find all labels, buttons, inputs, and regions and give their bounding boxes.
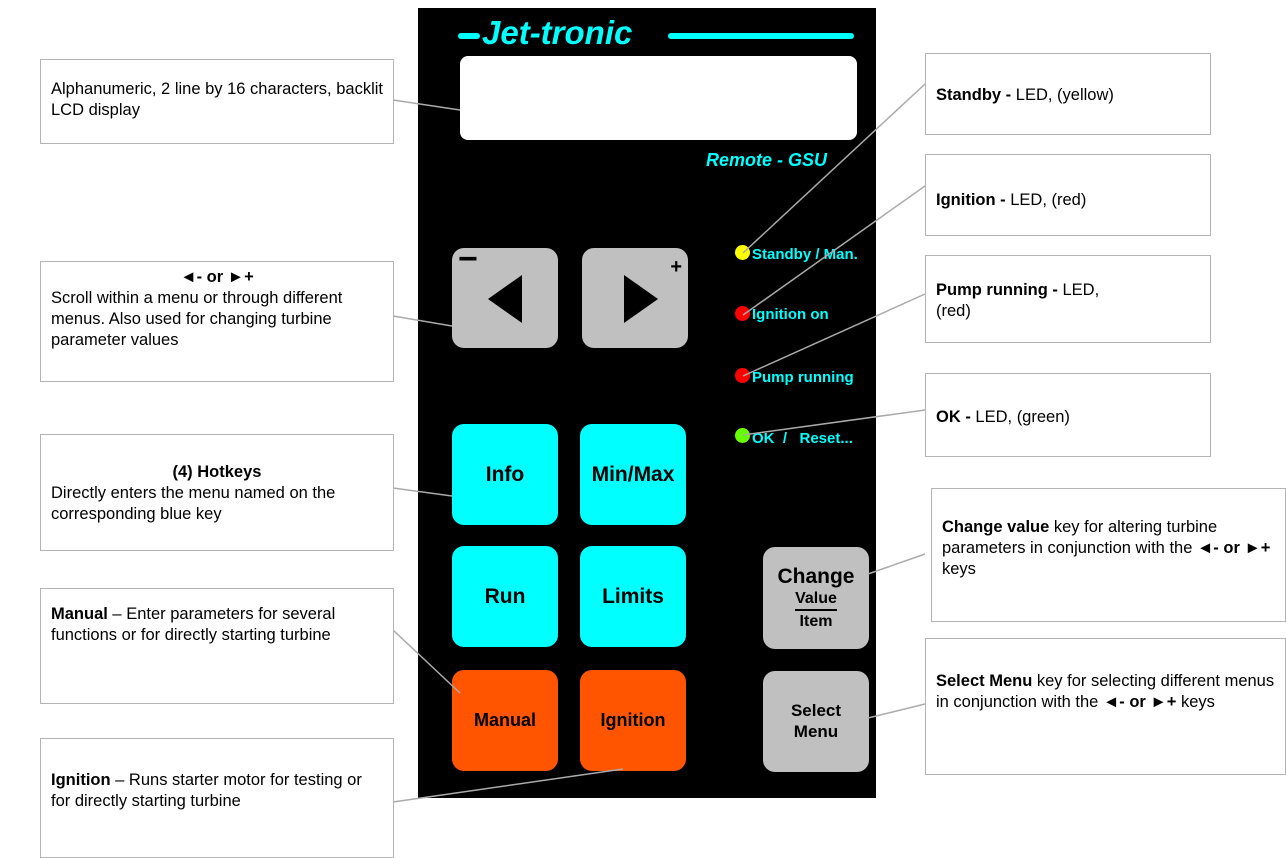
callout-ok: OK - LED, (green) (925, 373, 1211, 457)
leader-lcd (392, 99, 461, 111)
callout-change-bold: Change value (942, 518, 1050, 536)
brand-line-right (668, 33, 854, 39)
callout-change: Change value key for altering turbine pa… (931, 488, 1286, 622)
info-key[interactable]: Info (452, 424, 558, 525)
plus-sign: + (670, 256, 682, 278)
callout-standby: Standby - LED, (yellow) (925, 53, 1211, 135)
callout-select-text2: keys (1176, 693, 1215, 711)
select-key-menu: Menu (793, 721, 839, 741)
change-key-item: Item (799, 612, 833, 630)
leader-select (867, 703, 926, 719)
led-standby (735, 245, 750, 260)
led-pump (735, 368, 750, 383)
leader-hotkeys (392, 487, 453, 497)
manual-key[interactable]: Manual (452, 670, 558, 771)
callout-scroll-title: ◄- or ►+ (180, 268, 254, 286)
run-key[interactable]: Run (452, 546, 558, 647)
led-ok (735, 428, 750, 443)
callout-select-keys: ◄- or ►+ (1102, 693, 1177, 711)
brand-line-left (458, 33, 480, 39)
select-key-label: Select (790, 701, 842, 721)
callout-manual: Manual – Enter parameters for several fu… (40, 588, 394, 704)
callout-ignition-text: – Runs starter motor for testing or for … (51, 771, 362, 810)
callout-pump-bold: Pump running - (936, 281, 1063, 299)
callout-ok-bold: OK - (936, 408, 976, 426)
callout-change-text1: key for altering turbine parameters in c… (942, 518, 1218, 557)
leader-ok (742, 409, 926, 436)
callout-hotkeys: (4) Hotkeys Directly enters the menu nam… (40, 434, 394, 551)
callout-ignition-led: Ignition - LED, (red) (925, 154, 1211, 236)
panel-subtitle: Remote - GSU (706, 150, 828, 170)
left-triangle-icon (488, 275, 522, 323)
change-value-item-key[interactable]: Change Value Item (763, 547, 869, 649)
select-menu-key[interactable]: Select Menu (763, 671, 869, 772)
callout-hotkeys-text: Directly enters the menu named on the co… (51, 484, 336, 523)
leader-scroll (392, 315, 453, 327)
plus-arrow-key[interactable]: + (582, 248, 688, 348)
callout-select-bold: Select Menu (936, 672, 1033, 690)
callout-change-text2: keys (942, 560, 976, 578)
callout-ignition-led-text: LED, (red) (1010, 191, 1087, 209)
callout-select-text1: key for selecting different menus in con… (936, 672, 1275, 711)
minmax-key[interactable]: Min/Max (580, 424, 686, 525)
callout-pump: Pump running - LED, (red) (925, 255, 1211, 343)
callout-standby-text: LED, (yellow) (1015, 86, 1114, 104)
callout-lcd: Alphanumeric, 2 line by 16 characters, b… (40, 59, 394, 144)
led-label-pump: Pump running (752, 369, 854, 386)
led-label-ok: OK / Reset... (752, 430, 853, 447)
leader-pump (742, 293, 926, 377)
callout-pump-text: LED, (red) (936, 281, 1100, 320)
lcd-display (460, 56, 857, 140)
minus-sign: − (458, 240, 478, 278)
led-label-standby: Standby / Man. (752, 246, 858, 263)
leader-ignition-led (742, 185, 926, 316)
callout-select: Select Menu key for selecting different … (925, 638, 1286, 775)
leader-manual (392, 629, 461, 694)
change-key-value: Value (795, 588, 837, 611)
callout-lcd-text: Alphanumeric, 2 line by 16 characters, b… (51, 80, 383, 119)
callout-hotkeys-title: (4) Hotkeys (172, 463, 262, 481)
leader-change (867, 553, 926, 575)
limits-key[interactable]: Limits (580, 546, 686, 647)
callout-manual-bold: Manual (51, 605, 108, 623)
callout-ignition-led-bold: Ignition - (936, 191, 1011, 209)
right-triangle-icon (624, 275, 658, 323)
callout-standby-bold: Standby - (936, 86, 1016, 104)
ignition-key[interactable]: Ignition (580, 670, 686, 771)
callout-ok-text: LED, (green) (975, 408, 1070, 426)
leader-standby (742, 83, 926, 254)
callout-scroll: ◄- or ►+ Scroll within a menu or through… (40, 261, 394, 382)
leader-ignition (392, 768, 624, 803)
led-ignition (735, 306, 750, 321)
callout-change-keys: ◄- or ►+ (1196, 539, 1271, 557)
led-label-ignition: Ignition on (752, 306, 829, 323)
callout-ignition-bold: Ignition (51, 771, 111, 789)
callout-manual-text: – Enter parameters for several functions… (51, 605, 336, 644)
callout-ignition: Ignition – Runs starter motor for testin… (40, 738, 394, 858)
minus-arrow-key[interactable]: − (452, 240, 558, 348)
brand-title: Jet-tronic (482, 14, 633, 51)
callout-scroll-text: Scroll within a menu or through differen… (51, 289, 343, 349)
change-key-label: Change (777, 564, 855, 588)
